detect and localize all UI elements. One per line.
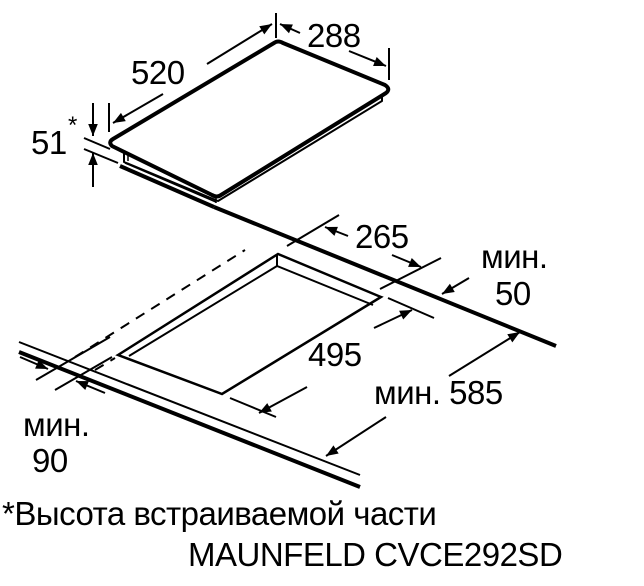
label-rear-clearance-value: 50 xyxy=(495,275,531,312)
dimension-520 xyxy=(108,13,277,132)
label-front-clearance-value: 90 xyxy=(32,442,68,479)
cutout-projection-dashed xyxy=(74,249,246,371)
label-counter-depth: мин. 585 xyxy=(374,374,503,411)
dimension-51 xyxy=(83,103,119,187)
label-appliance-depth: 288 xyxy=(307,17,361,54)
label-rear-clearance-prefix: мин. xyxy=(481,238,548,275)
dimension-265 xyxy=(286,214,442,290)
dimension-288 xyxy=(279,23,390,80)
countertop-front-edge xyxy=(18,341,361,489)
dimension-min-50 xyxy=(387,277,470,319)
label-cutout-width: 495 xyxy=(308,336,362,373)
cooktop-body xyxy=(108,39,391,209)
dimension-min-90 xyxy=(19,336,113,394)
countertop-rear-edge xyxy=(213,205,557,348)
label-height-asterisk: * xyxy=(68,112,78,139)
label-appliance-height: 51 xyxy=(31,124,67,161)
dimension-min-585 xyxy=(325,331,521,457)
label-appliance-width: 520 xyxy=(131,54,185,91)
footnote: *Высота встраиваемой части xyxy=(2,495,437,532)
countertop-cutout xyxy=(115,252,384,396)
label-cutout-depth: 265 xyxy=(355,218,409,255)
model-name: MAUNFELD CVCE292SD xyxy=(188,536,563,573)
dimension-495 xyxy=(229,309,413,418)
label-front-clearance-prefix: мин. xyxy=(23,406,90,443)
